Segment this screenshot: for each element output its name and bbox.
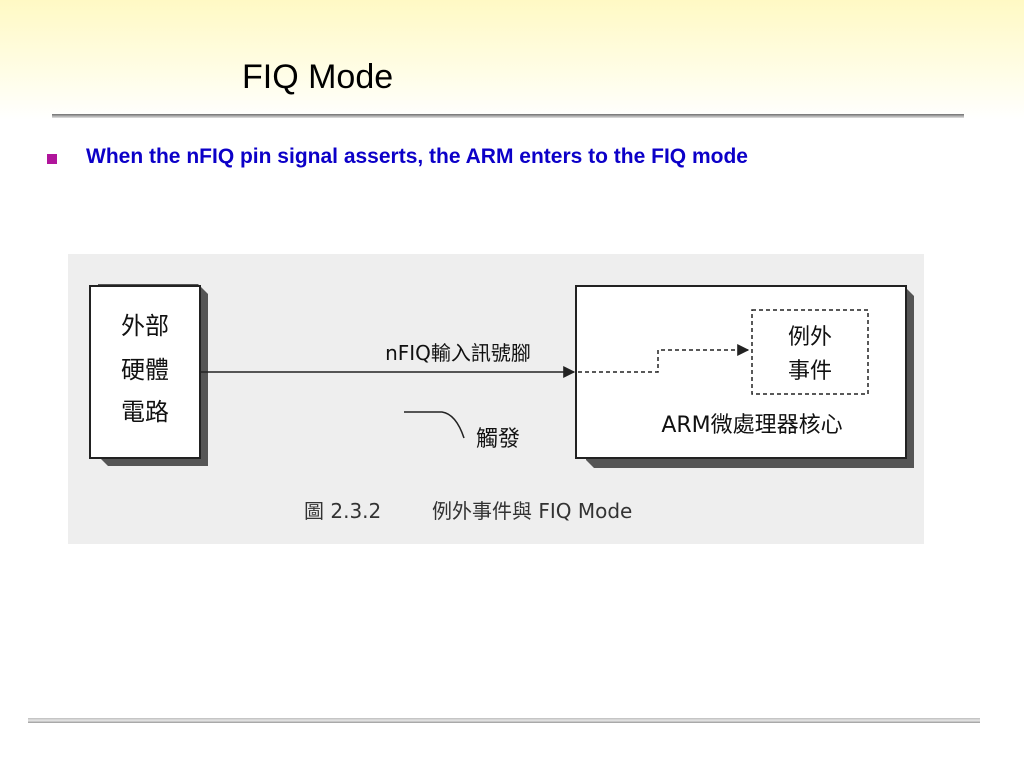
slide-title: FIQ Mode	[242, 58, 394, 96]
title-divider	[52, 114, 964, 118]
external-box-label-line-2: 硬體	[121, 356, 169, 384]
fiq-diagram: 外部 硬體 電路 ARM微處理器核心 例外 事件 nFIQ輸入訊號腳 觸發 圖 …	[89, 284, 914, 523]
external-hardware-box: 外部 硬體 電路	[89, 284, 208, 466]
bullet-marker-icon	[47, 154, 57, 164]
external-box-label-line-3: 電路	[121, 398, 169, 426]
bullet-text: When the nFIQ pin signal asserts, the AR…	[86, 145, 748, 168]
footer-divider	[28, 718, 980, 723]
exception-box-label-line-2: 事件	[788, 359, 832, 384]
internal-dashed-arrow	[578, 344, 750, 373]
nfiq-signal-label: nFIQ輸入訊號腳	[385, 341, 531, 365]
fiq-diagram-figure: 外部 硬體 電路 ARM微處理器核心 例外 事件 nFIQ輸入訊號腳 觸發 圖 …	[68, 254, 924, 544]
title-band	[0, 0, 1024, 120]
figure-caption-number: 圖 2.3.2	[304, 499, 381, 523]
exception-box-label-line-1: 例外	[788, 325, 832, 350]
external-box-label-line-1: 外部	[121, 312, 169, 340]
trigger-callout-line	[404, 411, 465, 439]
figure-caption-text: 例外事件與 FIQ Mode	[432, 499, 632, 523]
arm-core-label: ARM微處理器核心	[661, 413, 842, 438]
exception-event-box: 例外 事件	[751, 309, 869, 395]
trigger-label: 觸發	[476, 427, 520, 452]
